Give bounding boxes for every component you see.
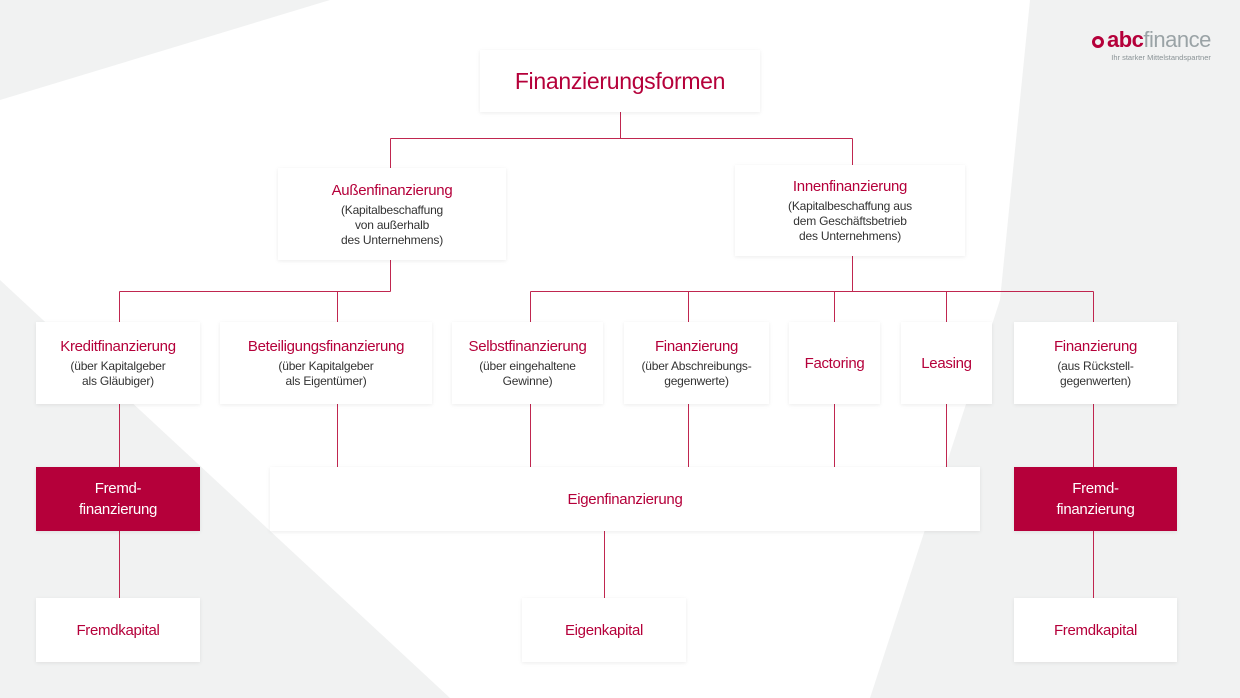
- node-selbstfinanzierung: Selbstfinanzierung (über eingehaltene Ge…: [452, 322, 603, 404]
- node-fremdkapital-right: Fremdkapital: [1014, 598, 1177, 662]
- abcfinance-mark-icon: [1092, 36, 1104, 48]
- node-title: Finanzierung: [1053, 338, 1138, 355]
- node-finanzierungsformen: Finanzierungsformen: [480, 50, 760, 112]
- node-title: Fremdkapital: [1053, 621, 1138, 639]
- node-title: Leasing: [921, 354, 972, 372]
- node-aussenfinanzierung: Außenfinanzierung (Kapitalbeschaffung vo…: [278, 168, 506, 260]
- node-title: Factoring: [804, 354, 865, 372]
- node-subtitle: (über Abschreibungs- gegenwerte): [641, 359, 752, 388]
- node-title: Kreditfinanzierung: [60, 338, 176, 355]
- node-fremdkapital-left: Fremdkapital: [36, 598, 200, 662]
- node-title: Eigenfinanzierung: [567, 490, 683, 508]
- node-eigenkapital: Eigenkapital: [522, 598, 686, 662]
- node-subtitle: (Kapitalbeschaffung aus dem Geschäftsbet…: [788, 199, 912, 243]
- node-fremdfinanzierung-left: Fremd- finanzierung: [36, 467, 200, 531]
- node-subtitle: (über eingehaltene Gewinne): [479, 359, 576, 388]
- node-title: Innenfinanzierung: [792, 178, 908, 195]
- node-subtitle: (über Kapitalgeber als Gläubiger): [70, 359, 166, 388]
- node-title: Außenfinanzierung: [331, 181, 453, 199]
- node-title: Finanzierung: [654, 338, 739, 355]
- node-title: Beteiligungsfinanzierung: [247, 338, 405, 355]
- node-subtitle: (aus Rückstell- gegenwerten): [1057, 359, 1134, 388]
- node-leasing: Leasing: [901, 322, 992, 404]
- node-factoring: Factoring: [789, 322, 880, 404]
- node-title: Eigenkapital: [564, 621, 644, 639]
- node-eigenfinanzierung: Eigenfinanzierung: [270, 467, 980, 531]
- node-title: Finanzierungsformen: [514, 68, 726, 94]
- node-kreditfinanzierung: Kreditfinanzierung (über Kapitalgeber al…: [36, 322, 200, 404]
- logo-tagline: Ihr starker Mittelstandspartner: [1111, 53, 1211, 62]
- node-title: Selbstfinanzierung: [468, 338, 587, 355]
- node-fremdfinanzierung-right: Fremd- finanzierung: [1014, 467, 1177, 531]
- node-finanzierung-abschreibung: Finanzierung (über Abschreibungs- gegenw…: [624, 322, 769, 404]
- node-title: Fremdkapital: [76, 621, 160, 639]
- node-innenfinanzierung: Innenfinanzierung (Kapitalbeschaffung au…: [735, 165, 965, 256]
- node-subtitle: (über Kapitalgeber als Eigentümer): [278, 359, 374, 388]
- node-title: Fremd- finanzierung: [78, 480, 158, 518]
- node-finanzierung-rueckstellung: Finanzierung (aus Rückstell- gegenwerten…: [1014, 322, 1177, 404]
- abcfinance-logo: abcfinance Ihr starker Mittelstandspartn…: [1092, 28, 1211, 62]
- node-title: Fremd- finanzierung: [1056, 480, 1135, 518]
- node-beteiligungsfinanzierung: Beteiligungsfinanzierung (über Kapitalge…: [220, 322, 432, 404]
- node-subtitle: (Kapitalbeschaffung von außerhalb des Un…: [340, 202, 444, 247]
